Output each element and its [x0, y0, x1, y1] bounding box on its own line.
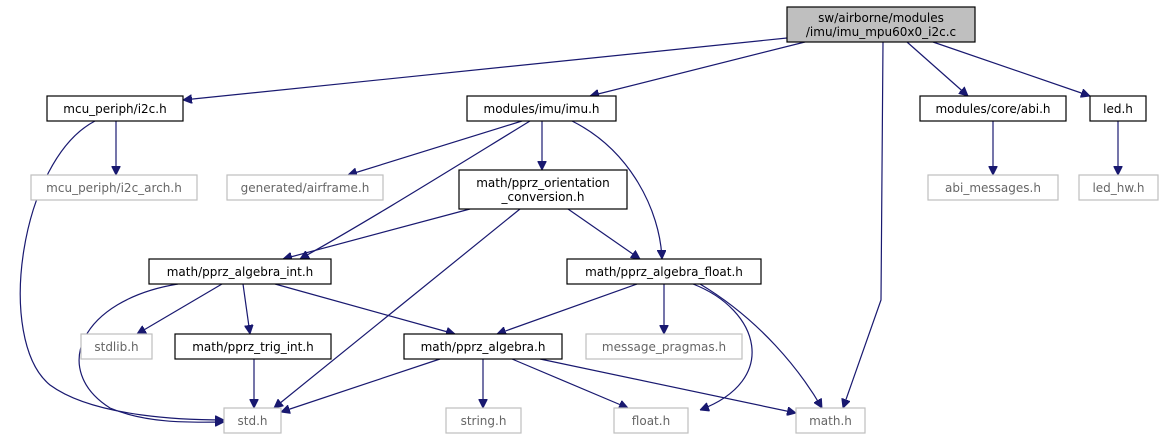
- node-box: [403, 333, 563, 360]
- node-box: [226, 174, 384, 201]
- node-std-h[interactable]: std.h: [223, 407, 282, 434]
- edge-pprz_algebra_int_h-to-std_h: [78, 283, 224, 422]
- node-string-h[interactable]: string.h: [445, 407, 522, 434]
- node-pprz-orientation-conversion-h[interactable]: math/pprz_orientation_conversion.h: [458, 169, 628, 210]
- edge-pprz_algebra_float_h-to-pprz_algebra_h: [497, 283, 638, 334]
- node-label: _conversion.h: [501, 190, 585, 204]
- node-label: math/pprz_orientation: [476, 176, 610, 190]
- node-modules-imu-imu-h[interactable]: modules/imu/imu.h: [466, 95, 617, 122]
- node-label: sw/airborne/modules: [818, 11, 944, 25]
- node-box: [445, 407, 522, 434]
- node-box: [46, 95, 184, 122]
- edge-pprz_algebra_float_h-to-float_h: [692, 283, 753, 410]
- node-label: string.h: [461, 414, 507, 428]
- node-box: [458, 169, 628, 210]
- node-label: generated/airframe.h: [241, 181, 370, 195]
- edge-imu_mpu60x0_i2c_c-to-modules_imu_imu_h: [590, 41, 806, 96]
- node-label: led_hw.h: [1092, 181, 1144, 195]
- node-box: [786, 6, 976, 43]
- node-label: math/pprz_algebra_int.h: [167, 265, 314, 279]
- edge-modules_imu_imu_h-to-pprz_algebra_float_h: [571, 120, 662, 259]
- node-pprz-algebra-float-h[interactable]: math/pprz_algebra_float.h: [566, 258, 762, 285]
- node-box: [927, 174, 1059, 201]
- node-message-pragmas-h[interactable]: message_pragmas.h: [585, 333, 743, 360]
- node-label: math.h: [809, 414, 852, 428]
- edge-modules_imu_imu_h-to-generated_airframe_h: [348, 120, 523, 175]
- node-box: [30, 174, 198, 201]
- node-led-h[interactable]: led.h: [1089, 95, 1147, 122]
- node-box: [919, 95, 1067, 122]
- edges-layer: [19, 37, 1118, 422]
- node-label: mcu_periph/i2c_arch.h: [46, 181, 182, 195]
- node-imu-mpu60x0-i2c-c[interactable]: sw/airborne/modules/imu/imu_mpu60x0_i2c.…: [786, 6, 976, 43]
- node-box: [148, 258, 332, 285]
- node-label: stdlib.h: [94, 340, 138, 354]
- node-math-h[interactable]: math.h: [795, 407, 866, 434]
- edge-pprz_algebra_int_h-to-pprz_algebra_h: [274, 283, 455, 334]
- node-abi-messages-h[interactable]: abi_messages.h: [927, 174, 1059, 201]
- node-box: [80, 333, 153, 360]
- node-label: float.h: [632, 414, 670, 428]
- node-label: modules/imu/imu.h: [484, 102, 600, 116]
- node-float-h[interactable]: float.h: [613, 407, 689, 434]
- node-stdlib-h[interactable]: stdlib.h: [80, 333, 153, 360]
- edge-pprz_algebra_int_h-to-pprz_trig_int_h: [242, 283, 250, 334]
- edge-imu_mpu60x0_i2c_c-to-math_h: [843, 41, 884, 408]
- node-mcu-periph-i2c-arch-h[interactable]: mcu_periph/i2c_arch.h: [30, 174, 198, 201]
- edge-pprz_algebra_int_h-to-stdlib_h: [137, 283, 223, 335]
- node-label: message_pragmas.h: [602, 340, 726, 354]
- node-box: [613, 407, 689, 434]
- node-box: [223, 407, 282, 434]
- edge-pprz_algebra_h-to-float_h: [511, 358, 628, 408]
- node-label: /imu/imu_mpu60x0_i2c.c: [806, 25, 956, 39]
- edge-imu_mpu60x0_i2c_c-to-modules_core_abi_h: [906, 41, 968, 96]
- edge-pprz_orientation_conversion_h-to-std_h: [274, 208, 521, 408]
- node-label: mcu_periph/i2c.h: [63, 102, 166, 116]
- node-generated-airframe-h[interactable]: generated/airframe.h: [226, 174, 384, 201]
- node-pprz-algebra-h[interactable]: math/pprz_algebra.h: [403, 333, 563, 360]
- node-box: [566, 258, 762, 285]
- nodes-layer: sw/airborne/modules/imu/imu_mpu60x0_i2c.…: [30, 6, 1159, 434]
- node-pprz-algebra-int-h[interactable]: math/pprz_algebra_int.h: [148, 258, 332, 285]
- node-label: math/pprz_algebra.h: [421, 340, 546, 354]
- edge-pprz_algebra_h-to-math_h: [539, 358, 796, 413]
- node-label: std.h: [238, 414, 268, 428]
- edge-modules_imu_imu_h-to-pprz_algebra_int_h: [300, 120, 531, 260]
- node-box: [1078, 174, 1159, 201]
- edge-pprz_orientation_conversion_h-to-pprz_algebra_int_h: [283, 208, 471, 259]
- node-modules-core-abi-h[interactable]: modules/core/abi.h: [919, 95, 1067, 122]
- edge-pprz_algebra_h-to-std_h: [281, 358, 441, 412]
- edge-imu_mpu60x0_i2c_c-to-mcu_periph_i2c_h: [183, 37, 788, 100]
- edge-imu_mpu60x0_i2c_c-to-led_h: [932, 41, 1090, 96]
- node-box: [795, 407, 866, 434]
- node-box: [174, 333, 332, 360]
- node-box: [466, 95, 617, 122]
- node-mcu-periph-i2c-h[interactable]: mcu_periph/i2c.h: [46, 95, 184, 122]
- node-box: [1089, 95, 1147, 122]
- node-box: [585, 333, 743, 360]
- node-label: math/pprz_trig_int.h: [192, 340, 314, 354]
- node-label: math/pprz_algebra_float.h: [585, 265, 743, 279]
- node-label: led.h: [1103, 102, 1133, 116]
- node-pprz-trig-int-h[interactable]: math/pprz_trig_int.h: [174, 333, 332, 360]
- node-led-hw-h[interactable]: led_hw.h: [1078, 174, 1159, 201]
- node-label: modules/core/abi.h: [935, 102, 1050, 116]
- node-label: abi_messages.h: [945, 181, 1041, 195]
- edge-pprz_orientation_conversion_h-to-pprz_algebra_float_h: [567, 208, 640, 259]
- edge-pprz_algebra_float_h-to-math_h: [699, 283, 823, 408]
